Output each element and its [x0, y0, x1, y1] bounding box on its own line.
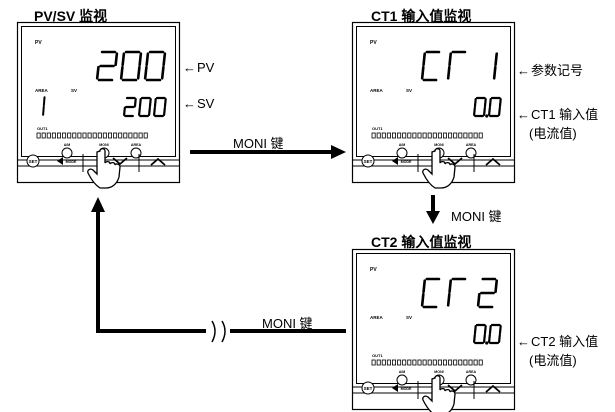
set-key-button[interactable] — [26, 154, 40, 168]
arrow-return-to-pvsv — [91, 197, 346, 343]
arrow-to-ct2 — [426, 195, 440, 224]
up-key-icon[interactable] — [485, 384, 501, 393]
set-key-button[interactable] — [361, 381, 375, 395]
panel-title-ct2: CT2 输入值监视 — [371, 234, 472, 250]
pressing-hand-icon — [422, 375, 456, 412]
sv-display-value — [473, 96, 502, 118]
moni-key-label-2: MONI 键 — [451, 209, 502, 224]
key-am-button[interactable] — [396, 374, 408, 386]
mode-key-label: MODE — [401, 160, 412, 164]
mode-left-icon — [392, 384, 398, 392]
sv-display-value — [123, 96, 167, 118]
mode-key-label: MODE — [401, 387, 412, 391]
out1-label: OUT1 — [37, 126, 48, 131]
pressing-hand-icon — [422, 148, 456, 189]
bar-graph — [371, 132, 483, 139]
panel-title-pvsv: PV/SV 监视 — [34, 8, 108, 24]
panel-frame — [351, 21, 516, 184]
set-key-label: SET — [364, 386, 373, 391]
key-label-am: A/M — [399, 143, 406, 147]
area-value — [42, 96, 46, 116]
bar-graph — [36, 132, 148, 139]
ct1-value-annotation: ←CT1 输入值 — [517, 107, 599, 122]
up-key-icon[interactable] — [150, 157, 166, 166]
bar-graph — [371, 359, 483, 366]
area-label: AREA — [35, 88, 49, 93]
set-key-label: SET — [29, 159, 38, 164]
ct2-value-annotation: ←CT2 输入值 — [517, 334, 599, 349]
current-value-note-1: (电流值) — [529, 126, 577, 141]
moni-key-label-1: MONI 键 — [233, 136, 284, 151]
pv-indicator: PV — [35, 40, 42, 46]
main-display-value — [95, 50, 167, 82]
sv-label: SV — [406, 88, 412, 93]
arrow-to-ct1 — [190, 145, 346, 159]
key-label-area: AREA — [466, 143, 477, 147]
mode-left-icon — [392, 157, 398, 165]
mode-left-icon — [57, 157, 63, 165]
down-key-icon[interactable] — [447, 157, 463, 166]
param-annotation: ←参数记号 — [517, 63, 584, 78]
area-label: AREA — [370, 88, 384, 93]
sv-label: SV — [406, 315, 412, 320]
up-key-icon[interactable] — [485, 157, 501, 166]
set-key-label: SET — [364, 159, 373, 164]
down-key-icon[interactable] — [447, 384, 463, 393]
pv-indicator: PV — [370, 267, 377, 273]
key-label-moni: MONI — [434, 370, 443, 374]
out1-label: OUT1 — [372, 126, 383, 131]
key-label-moni: MONI — [434, 143, 443, 147]
mode-key-label: MODE — [66, 160, 77, 164]
pv-indicator: PV — [370, 40, 377, 46]
set-key-button[interactable] — [361, 154, 375, 168]
sv-display-value — [473, 323, 502, 345]
sv-annotation: ←SV — [183, 96, 215, 111]
panel-title-ct1: CT1 输入值监视 — [371, 8, 472, 24]
sv-label: SV — [71, 88, 77, 93]
key-label-area: AREA — [131, 143, 142, 147]
main-display-value — [420, 277, 499, 309]
key-am-button[interactable] — [396, 147, 408, 159]
pv-annotation: ←PV — [183, 60, 215, 75]
main-display-value — [420, 50, 499, 82]
down-key-icon[interactable] — [112, 157, 128, 166]
out1-label: OUT1 — [372, 353, 383, 358]
key-label-moni: MONI — [99, 143, 108, 147]
area-label: AREA — [370, 315, 384, 320]
break-mark — [211, 320, 216, 343]
current-value-note-2: (电流值) — [529, 353, 577, 368]
key-label-am: A/M — [64, 143, 71, 147]
key-am-button[interactable] — [61, 147, 73, 159]
moni-key-label-3: MONI 键 — [262, 316, 313, 331]
key-label-am: A/M — [399, 370, 406, 374]
key-label-area: AREA — [466, 370, 477, 374]
pressing-hand-icon — [87, 148, 121, 189]
